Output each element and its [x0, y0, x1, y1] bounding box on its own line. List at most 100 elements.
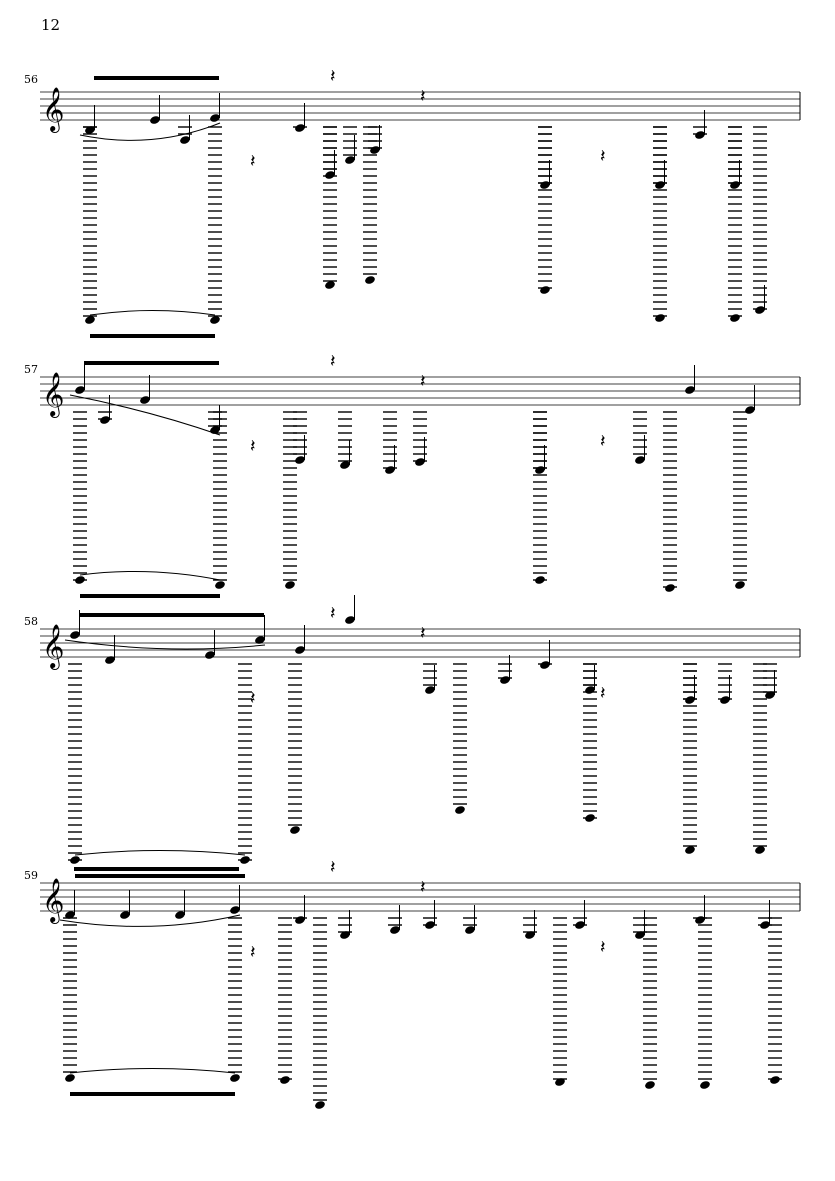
notehead	[370, 146, 380, 154]
notehead	[70, 856, 80, 864]
tie	[79, 570, 221, 581]
notehead	[65, 911, 75, 919]
notehead	[230, 906, 240, 914]
notehead	[730, 181, 740, 189]
notehead	[325, 281, 335, 289]
rest-icon: 𝄽	[600, 146, 606, 167]
rest-icon: 𝄽	[330, 857, 336, 878]
notehead	[655, 314, 665, 322]
beam	[79, 613, 264, 617]
notehead	[540, 661, 550, 669]
notehead	[180, 136, 190, 144]
notehead	[415, 458, 425, 466]
rest-icon: 𝄽	[420, 877, 426, 898]
notehead	[755, 846, 765, 854]
notehead	[730, 314, 740, 322]
notehead	[365, 276, 375, 284]
notehead	[120, 911, 130, 919]
rest-icon: 𝄽	[600, 937, 606, 958]
notehead	[230, 1074, 240, 1082]
notehead	[295, 456, 305, 464]
notehead	[665, 584, 675, 592]
treble-clef-icon: 𝄞	[42, 87, 64, 133]
notehead	[685, 846, 695, 854]
notehead	[210, 114, 220, 122]
notehead	[205, 651, 215, 659]
notehead	[340, 461, 350, 469]
notehead	[295, 916, 305, 924]
notehead	[140, 396, 150, 404]
notehead	[760, 921, 770, 929]
notehead	[720, 696, 730, 704]
measure-number-59: 59	[24, 869, 38, 882]
notehead	[455, 806, 465, 814]
notehead	[765, 691, 775, 699]
notehead	[210, 426, 220, 434]
rest-icon: 𝄽	[330, 66, 336, 87]
notehead	[745, 406, 755, 414]
notehead	[685, 386, 695, 394]
notehead	[280, 1076, 290, 1084]
notehead	[70, 631, 80, 639]
notehead	[100, 416, 110, 424]
notehead	[525, 931, 535, 939]
notehead	[635, 456, 645, 464]
beam	[84, 361, 219, 365]
treble-clef-icon: 𝄞	[42, 878, 64, 924]
tie	[79, 122, 221, 141]
notehead	[75, 386, 85, 394]
tie	[89, 310, 216, 316]
notehead	[295, 124, 305, 132]
notehead	[425, 921, 435, 929]
notehead	[340, 931, 350, 939]
tie	[69, 394, 221, 436]
notehead	[150, 116, 160, 124]
notehead	[255, 636, 265, 644]
notehead	[645, 1081, 655, 1089]
notehead	[290, 826, 300, 834]
notehead	[500, 676, 510, 684]
rest-icon: 𝄽	[420, 371, 426, 392]
rest-icon: 𝄽	[420, 623, 426, 644]
notehead	[425, 686, 435, 694]
notehead	[65, 1074, 75, 1082]
notehead	[175, 911, 185, 919]
rest-icon: 𝄽	[600, 431, 606, 452]
notehead	[755, 306, 765, 314]
notehead	[345, 616, 355, 624]
notehead	[215, 581, 225, 589]
notehead	[85, 316, 95, 324]
notehead	[770, 1076, 780, 1084]
rest-icon: 𝄽	[250, 436, 256, 457]
notehead	[540, 286, 550, 294]
notehead	[655, 181, 665, 189]
notehead	[465, 926, 475, 934]
tie	[64, 639, 266, 650]
beam	[75, 874, 245, 878]
tie	[59, 914, 241, 927]
rest-icon: 𝄽	[420, 86, 426, 107]
tie	[69, 1068, 236, 1074]
rest-icon: 𝄽	[250, 151, 256, 172]
notehead	[240, 856, 250, 864]
treble-clef-icon: 𝄞	[42, 372, 64, 418]
notehead	[285, 581, 295, 589]
notehead	[695, 916, 705, 924]
notehead	[390, 926, 400, 934]
notehead	[85, 126, 95, 134]
page-number: 12	[41, 16, 61, 34]
notehead	[585, 814, 595, 822]
notehead	[685, 696, 695, 704]
treble-clef-icon: 𝄞	[42, 624, 64, 670]
rest-icon: 𝄽	[250, 942, 256, 963]
notehead	[210, 316, 220, 324]
notehead	[575, 921, 585, 929]
rest-icon: 𝄽	[600, 683, 606, 704]
rest-icon: 𝄽	[250, 688, 256, 709]
notehead	[700, 1081, 710, 1089]
beam	[70, 1092, 235, 1096]
notehead	[695, 131, 705, 139]
notehead	[75, 576, 85, 584]
notehead	[295, 646, 305, 654]
